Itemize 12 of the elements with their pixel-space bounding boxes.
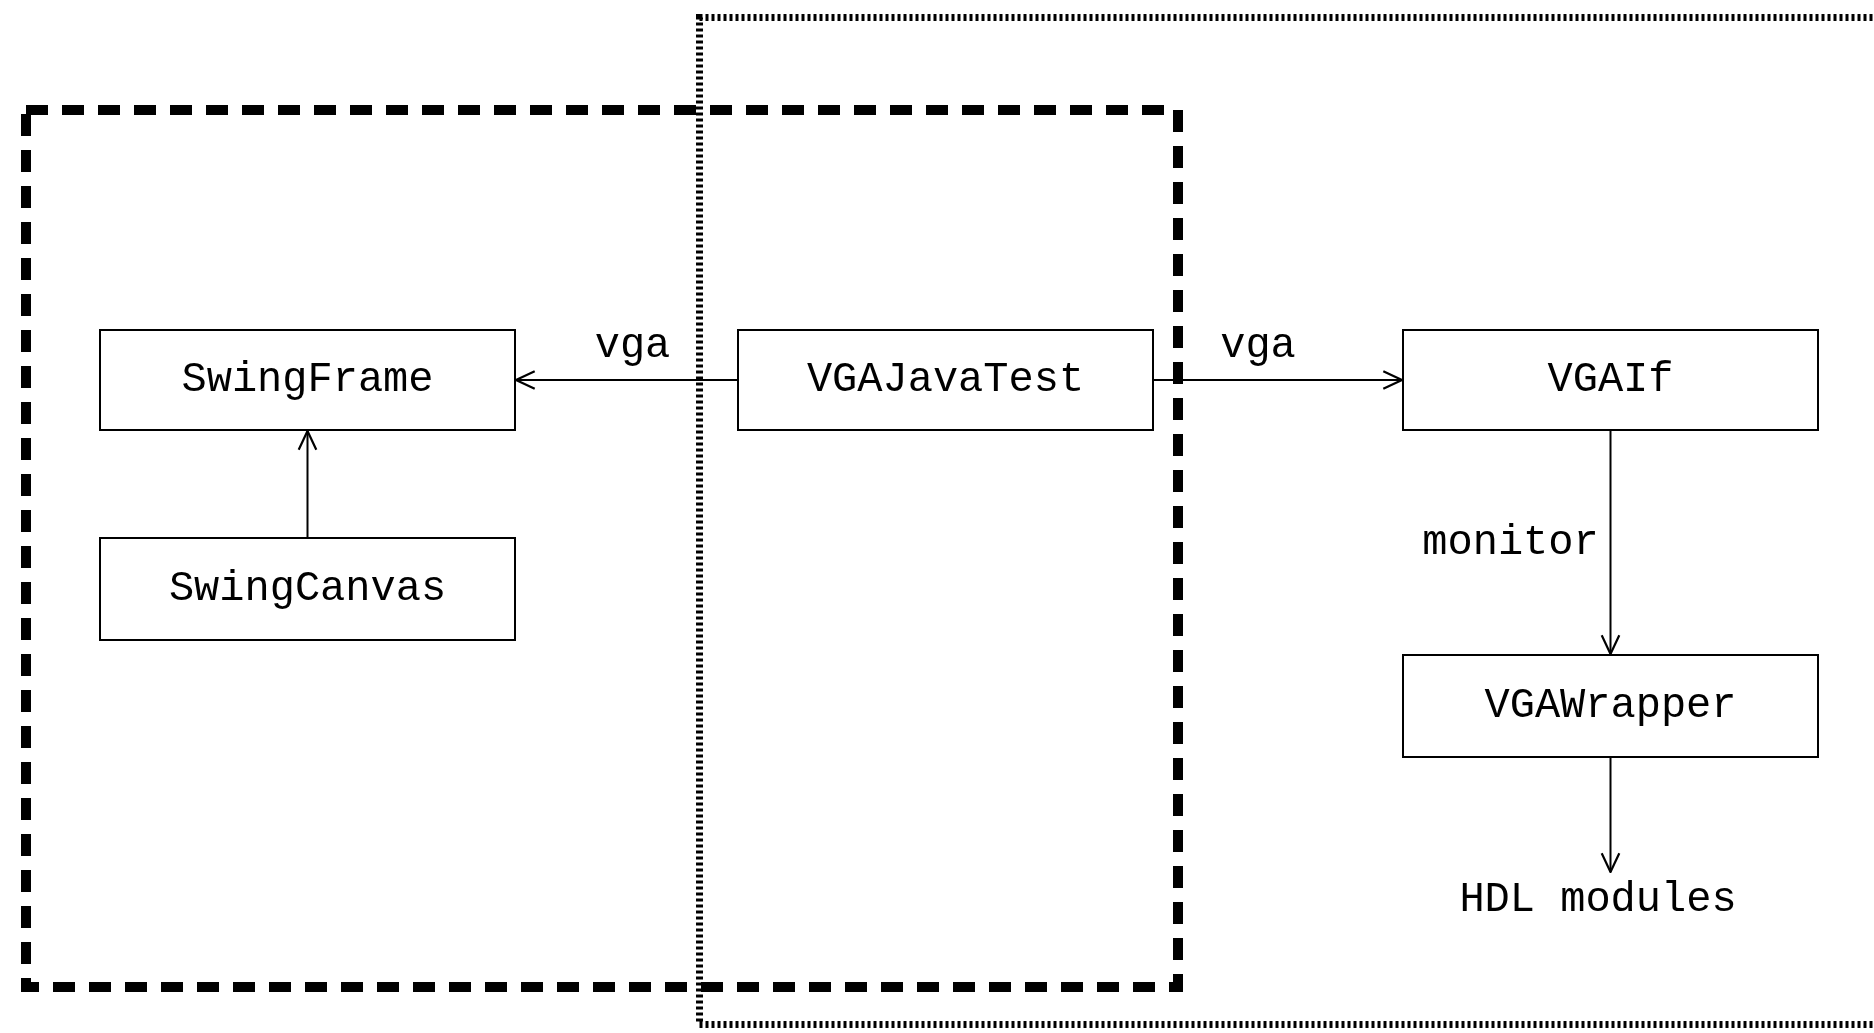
arrow xyxy=(1600,430,1621,656)
arrow xyxy=(1153,370,1404,390)
arrow xyxy=(297,429,318,538)
class-box: VGAIf xyxy=(1402,329,1819,431)
class-box: SwingFrame xyxy=(99,329,516,431)
module-label: HDL modules xyxy=(1459,876,1737,924)
dotted-group-frame xyxy=(696,14,1874,1028)
class-box: SwingCanvas xyxy=(99,537,516,641)
class-box: VGAWrapper xyxy=(1402,654,1819,758)
arrow xyxy=(1600,757,1621,874)
dashed-group-frame xyxy=(21,105,1183,992)
class-box: VGAJavaTest xyxy=(737,329,1154,431)
